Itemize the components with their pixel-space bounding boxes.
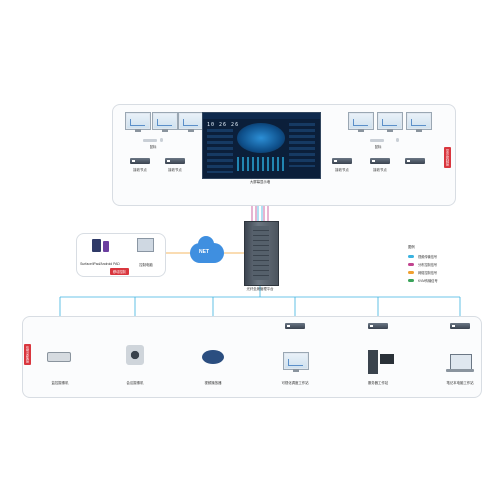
net-label: NET [199,249,209,255]
operator-monitor [348,112,374,132]
legend-swatch [408,255,414,258]
kvm-transmitter [368,323,388,329]
kvm-receiver [370,158,390,164]
legend-swatch [408,271,414,274]
laptop-icon [450,354,472,370]
mouse-icon [160,138,163,142]
keyboard-icon [370,139,384,142]
server-monitor-icon [380,354,394,364]
workstation-monitor [283,352,309,372]
source-label: 笔记本电脑工作站 [446,381,474,385]
cloud-icon [190,236,224,263]
source-label: 可视化调度工作站 [281,381,309,385]
legend-swatch [408,263,414,266]
tablet-icon [92,239,101,252]
surveillance-camera-icon [47,352,71,362]
source-label: 服务器工作站 [367,381,389,385]
keyboard-label: 鼠标 [149,145,157,149]
operator-monitor [152,112,178,132]
mouse-icon [396,138,399,142]
keyboard-label: 鼠标 [374,145,382,149]
kvm-receiver [165,158,185,164]
display-control-tag: 显示控制层 [444,147,451,168]
video-wall: 10 26 26 [202,112,321,179]
video-wall-time: 10 26 26 [207,122,240,128]
server-workstation-icon [368,350,378,374]
signal-capture-tag: 信号采集层 [24,344,31,365]
operator-monitor [377,112,403,132]
receiver-label: 接收节点 [335,168,349,172]
receiver-label: 接收节点 [373,168,387,172]
server-label: 光纤坐席管理平台 [246,287,274,291]
signal-capture-panel [22,316,482,398]
kvm-receiver [130,158,150,164]
laptop-base-icon [446,369,474,372]
kvm-transmitter [450,323,470,329]
kvm-receiver [332,158,352,164]
server-rack [244,221,279,286]
operator-monitor [125,112,151,132]
receiver-label: 接收节点 [168,168,182,172]
video-wall-label: 大屏幕显示墙 [249,180,271,184]
source-label: 会议摄像机 [126,381,144,385]
keyboard-icon [143,139,157,142]
pc-label: 控制电脑 [139,263,153,267]
operator-monitor [178,112,204,132]
source-label: 监控摄像机 [51,381,69,385]
remote-control-tag: 移动控制 [110,268,129,275]
mobile-label: Surface/iPad/Android PAD [80,262,120,266]
media-player-icon [202,350,224,364]
conference-camera-icon [126,345,144,365]
kvm-transmitter [285,323,305,329]
phone-icon [103,241,109,252]
receiver-label: 接收节点 [133,168,147,172]
legend-title: 图例 [408,245,415,249]
kvm-receiver [405,158,425,164]
pc-icon [137,238,154,252]
operator-monitor [406,112,432,132]
legend-swatch [408,279,414,282]
source-label: 视频播放器 [204,381,222,385]
